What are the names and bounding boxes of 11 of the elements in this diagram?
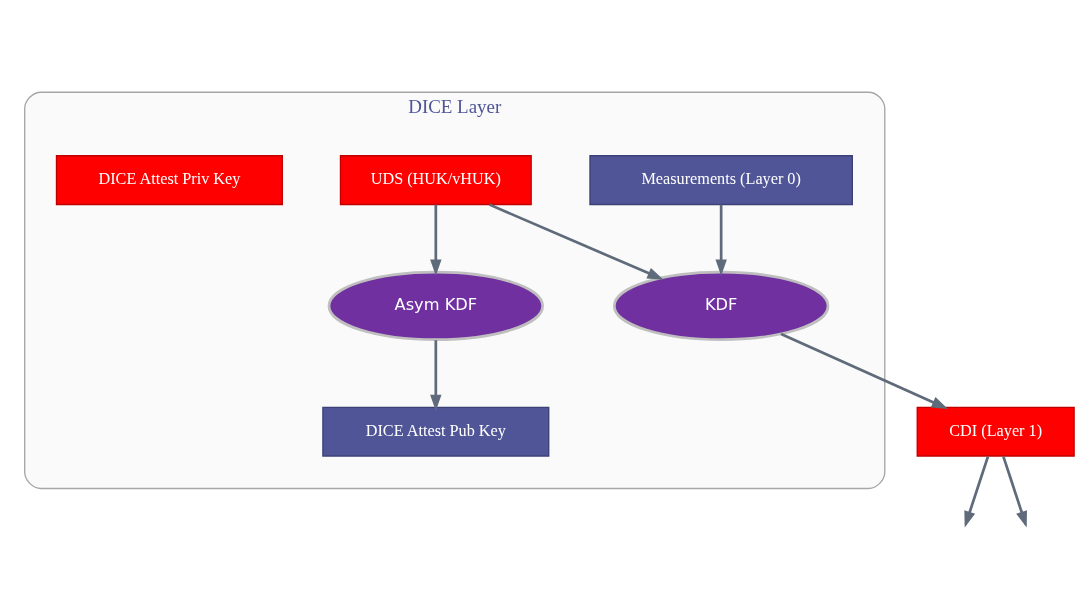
node-box: CDI (Layer 1)	[916, 406, 1075, 457]
arrow	[780, 332, 948, 409]
arrow	[715, 204, 727, 276]
node-box: Measurements (Layer 0)	[589, 155, 853, 206]
arrow	[430, 204, 442, 276]
arrow	[430, 340, 442, 412]
node-box: DICE Attest Priv Key	[55, 155, 283, 206]
arrow	[488, 203, 664, 280]
node-box: UDS (HUK/vHUK)	[339, 155, 532, 206]
node-ellipse: Asym KDF	[327, 270, 544, 342]
node-box: DICE Attest Pub Key	[322, 406, 550, 457]
